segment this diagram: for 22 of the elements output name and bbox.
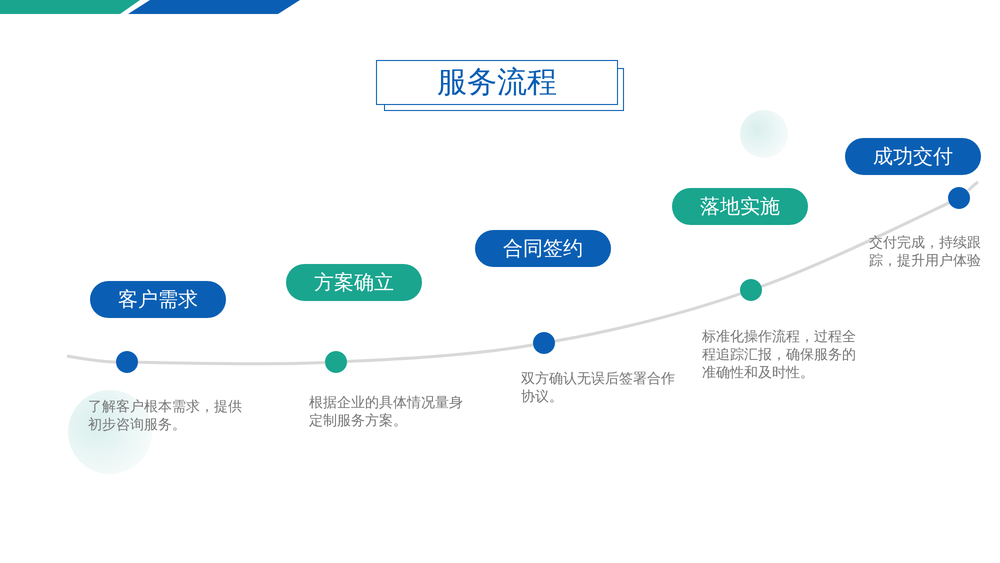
title: 服务流程 (376, 60, 618, 105)
milestone-dot (740, 279, 762, 301)
curve-line (554, 292, 742, 343)
milestone-dot (948, 187, 970, 209)
stage-pill: 合同签约 (475, 230, 611, 267)
curve-line (66, 354, 116, 364)
curve-line (760, 201, 950, 288)
stage-pill: 客户需求 (90, 281, 226, 318)
curve-line (966, 180, 979, 192)
milestone-dot (533, 332, 555, 354)
stage-pill: 成功交付 (845, 138, 981, 175)
description-text: 了解客户根本需求，提供初步咨询服务。 (88, 398, 243, 434)
stage-pill: 落地实施 (672, 188, 808, 225)
milestone-dot (116, 351, 138, 373)
description-text: 双方确认无误后签署合作协议。 (521, 370, 676, 406)
curve-line (138, 360, 326, 366)
milestone-dot (325, 351, 347, 373)
description-text: 标准化操作流程，过程全程追踪汇报，确保服务的准确性和及时性。 (702, 328, 857, 382)
description-text: 根据企业的具体情况量身定制服务方案。 (309, 394, 464, 430)
stage-pill: 方案确立 (286, 264, 422, 301)
curve-line (346, 343, 534, 363)
description-text: 交付完成，持续跟踪，提升用户体验 (869, 234, 982, 270)
